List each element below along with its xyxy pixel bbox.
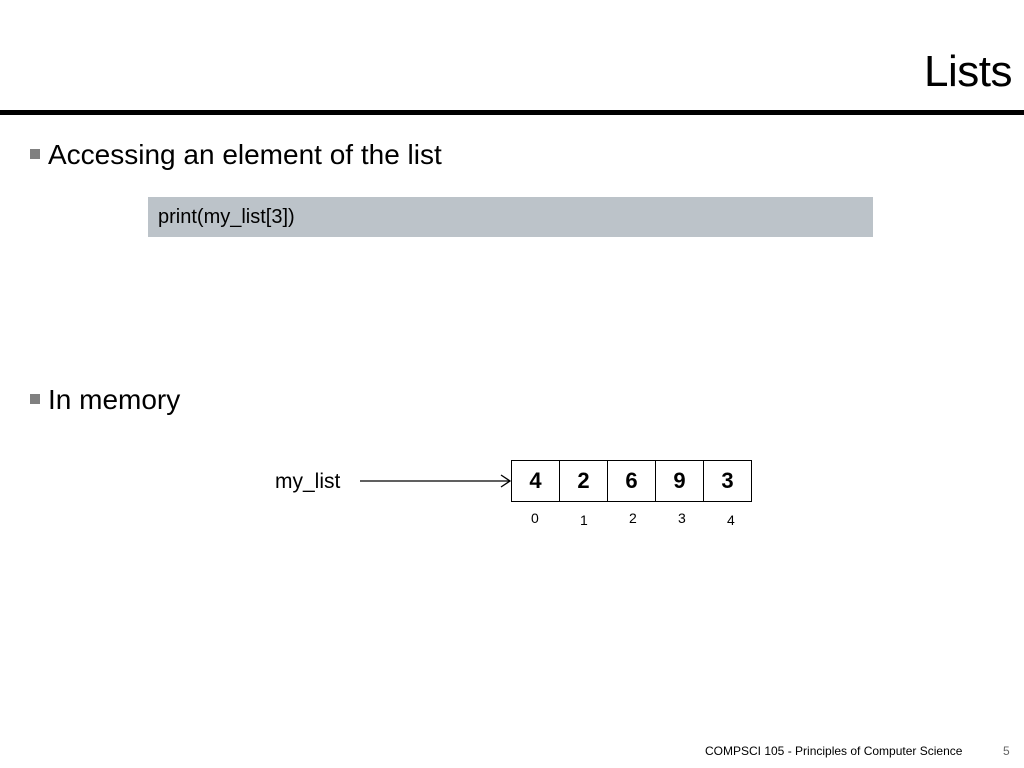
list-index-1: 1 <box>580 512 588 528</box>
list-index-3: 3 <box>678 510 686 526</box>
bullet-square-icon <box>30 149 40 159</box>
list-cell-1: 2 <box>559 460 608 502</box>
bullet-text: In memory <box>48 384 181 415</box>
bullet-text: Accessing an element of the list <box>48 139 442 170</box>
list-indices: 0 1 2 3 4 <box>511 510 761 534</box>
list-index-4: 4 <box>727 512 735 528</box>
footer-page-number: 5 <box>1003 744 1010 758</box>
code-block: print(my_list[3]) <box>148 197 873 237</box>
slide-title: Lists <box>924 47 1012 96</box>
code-line: print(my_list[3]) <box>158 205 295 228</box>
variable-name: my_list <box>275 470 341 493</box>
footer-course: COMPSCI 105 - Principles of Computer Sci… <box>705 744 963 758</box>
bullet-in-memory: In memory <box>30 386 180 414</box>
reference-arrow-icon <box>360 474 512 488</box>
list-index-2: 2 <box>629 510 637 526</box>
list-index-0: 0 <box>531 510 539 526</box>
bullet-square-icon <box>30 394 40 404</box>
list-cell-4: 3 <box>703 460 752 502</box>
title-divider <box>0 110 1024 115</box>
list-cell-3: 9 <box>655 460 704 502</box>
bullet-accessing-element: Accessing an element of the list <box>30 141 442 169</box>
list-cell-2: 6 <box>607 460 656 502</box>
list-cells: 4 2 6 9 3 <box>511 460 752 502</box>
list-cell-0: 4 <box>511 460 560 502</box>
